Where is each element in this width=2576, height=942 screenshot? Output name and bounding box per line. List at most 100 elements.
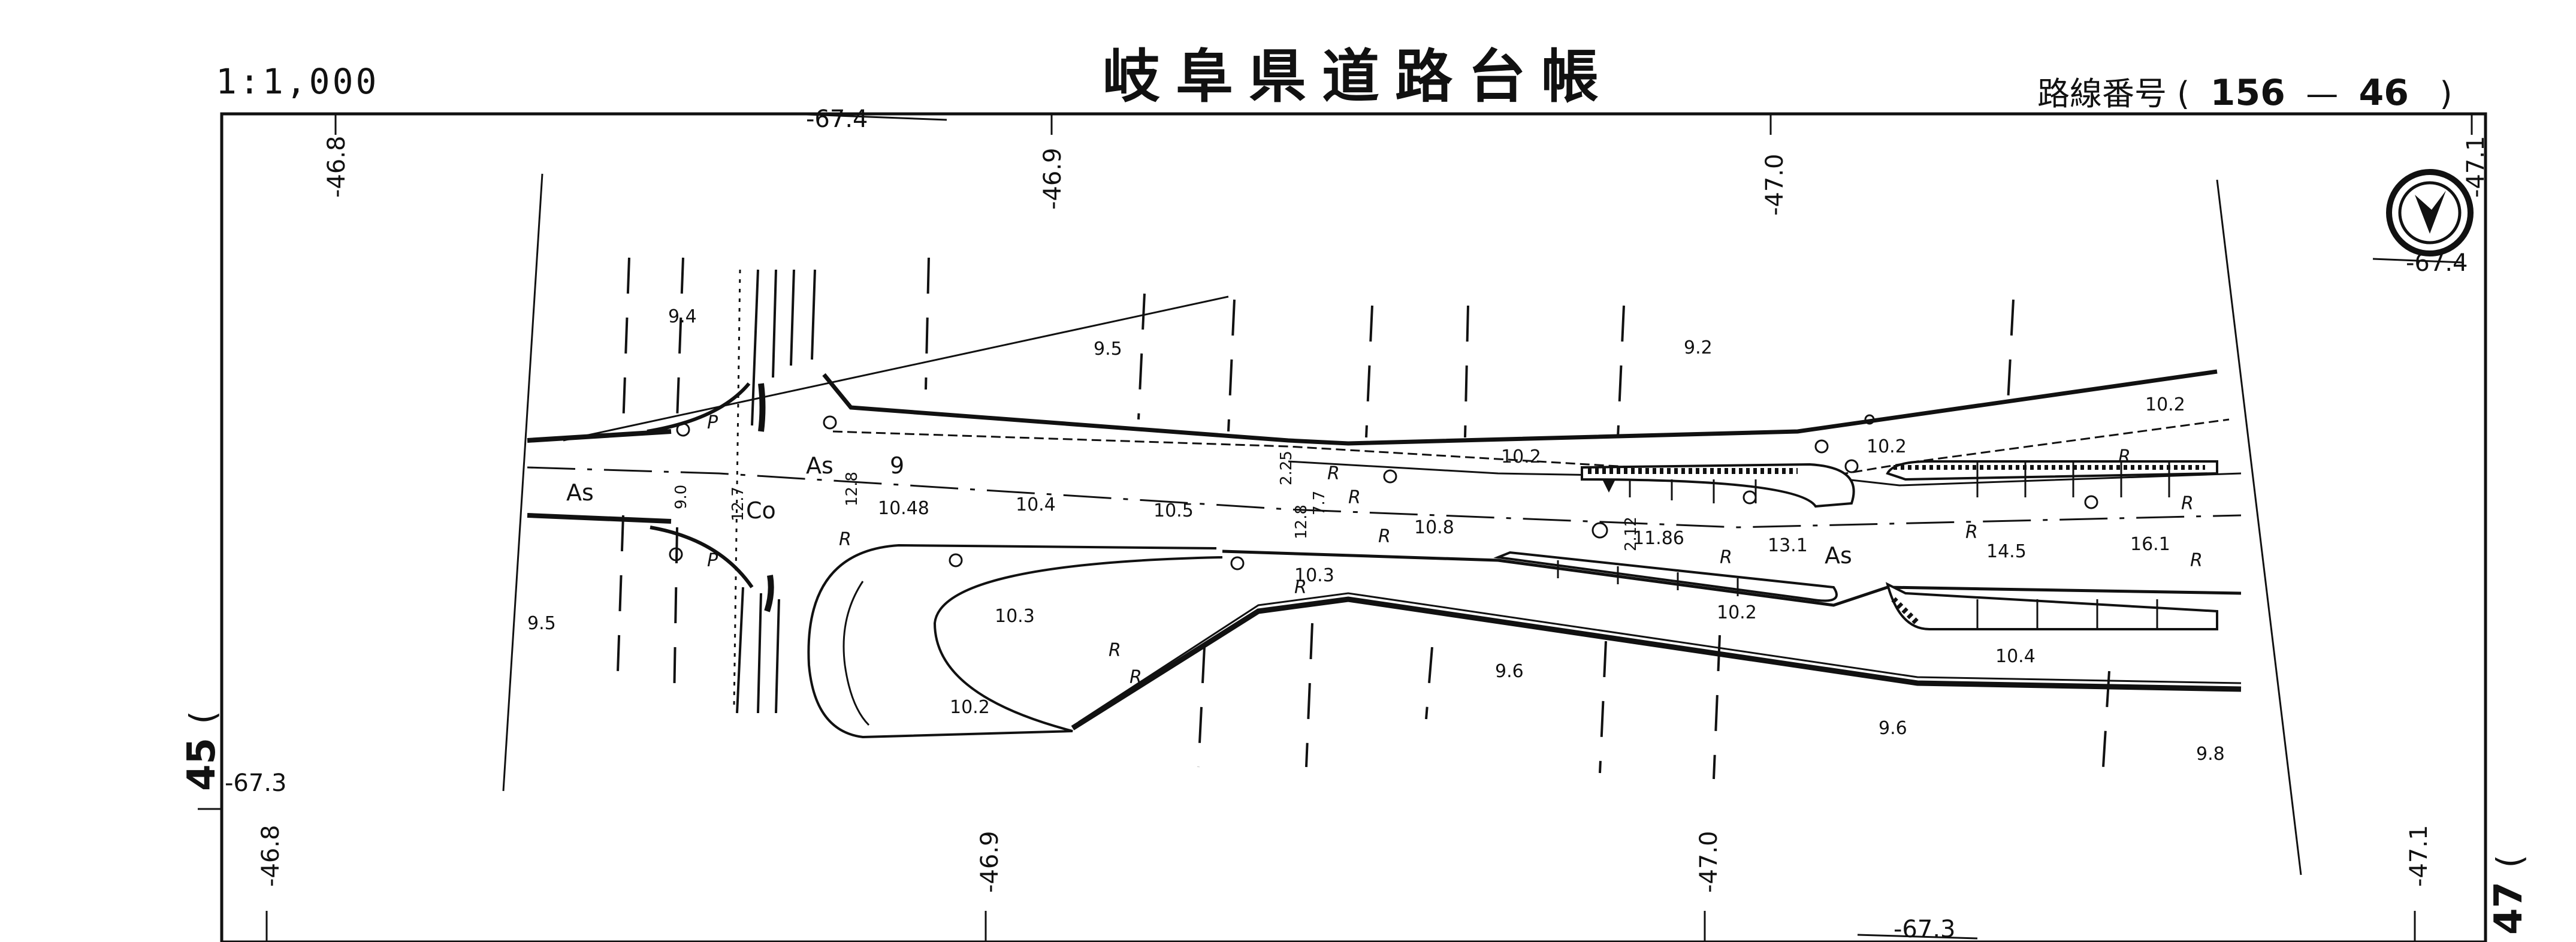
manhole-icon xyxy=(1743,490,1757,505)
map-frame xyxy=(220,112,2487,942)
grid-label-top-3: -47.0 xyxy=(1761,154,1789,216)
width-label: 12.8 xyxy=(843,472,861,506)
cross-street-edge xyxy=(757,593,762,714)
slope-ticks xyxy=(1557,461,2170,629)
route-open-paren: ( xyxy=(2177,75,2190,113)
surface-label: As xyxy=(566,479,594,506)
median-island-4 xyxy=(1885,582,2218,630)
corner-curve-sw xyxy=(650,526,754,588)
curb-label: R xyxy=(1965,522,1978,543)
grid-label-bottom-2: -46.9 xyxy=(976,831,1004,893)
grid-label-top-1: -46.8 xyxy=(323,136,351,198)
grid-ticks xyxy=(265,113,2473,942)
road-edge-north-inner xyxy=(832,418,2230,475)
elevation-label: 10.4 xyxy=(1016,494,1056,515)
grid-label-bottom-3: -47.0 xyxy=(1695,831,1723,893)
property-line xyxy=(1713,635,1721,780)
property-line xyxy=(676,257,684,420)
grid-tick xyxy=(790,113,947,121)
elevation-label: 10.2 xyxy=(1501,446,1541,467)
elevation-label: 10.2 xyxy=(950,697,990,718)
north-arrow-icon xyxy=(2386,169,2474,256)
grid-label-bottom-1: -46.8 xyxy=(257,825,285,887)
grid-label-bottom-4: -47.1 xyxy=(2405,825,2433,887)
cross-street-edge xyxy=(790,269,795,366)
cross-street-edge xyxy=(751,269,759,426)
curb-symbols: R R R R R R R R R R R R P P xyxy=(707,412,2203,688)
curb-label: R xyxy=(1720,547,1732,568)
property-line xyxy=(616,515,624,690)
route-dash: — xyxy=(2306,75,2339,113)
elevation-label: 9.2 xyxy=(1684,337,1713,358)
cross-street-edge xyxy=(736,587,744,714)
curb-label: R xyxy=(2181,493,2194,514)
road-edge-south-inner xyxy=(1222,550,2242,607)
property-line xyxy=(925,257,930,390)
grid-label-top-2: -46.9 xyxy=(1039,148,1067,210)
property-line xyxy=(1365,305,1373,438)
grid-tick xyxy=(1857,934,1978,940)
elevation-label: 16.1 xyxy=(2130,534,2170,555)
main-road xyxy=(527,369,2242,730)
grid-label-top-y: -67.4 xyxy=(806,105,868,133)
width-label: 12.8 xyxy=(1292,505,1310,539)
manhole-icon xyxy=(1383,469,1397,484)
width-label: 12.7 xyxy=(729,487,747,521)
cross-street-edge xyxy=(811,269,816,360)
property-line xyxy=(622,257,630,426)
width-label: 2.12 xyxy=(1622,517,1640,551)
property-line xyxy=(1305,623,1313,768)
property-line xyxy=(1137,293,1146,420)
elevation-label: 9.6 xyxy=(1879,718,1907,739)
survey-boundary xyxy=(502,173,2302,875)
elevation-label: 14.5 xyxy=(1986,541,2027,562)
elevation-label: 10.8 xyxy=(1414,517,1454,538)
property-line xyxy=(1227,299,1236,432)
property-line xyxy=(1464,305,1469,438)
property-line xyxy=(2006,299,2015,414)
median-islands xyxy=(1493,460,2218,630)
property-line xyxy=(1599,641,1607,774)
hydrant-icon xyxy=(676,422,690,437)
paving-label: P xyxy=(707,412,718,433)
boundary-left xyxy=(502,173,543,792)
road-edge-north xyxy=(822,369,2218,446)
island-outline xyxy=(807,544,1223,739)
paving-label: P xyxy=(707,550,718,571)
benchmark-icon xyxy=(1603,481,1615,493)
elevation-label: 10.4 xyxy=(1995,646,2036,667)
traffic-island xyxy=(807,544,1223,739)
property-line xyxy=(1617,305,1625,438)
surface-label: Co xyxy=(746,497,776,524)
route-major-number: 156 xyxy=(2210,72,2285,114)
width-label: 2.25 xyxy=(1278,451,1295,485)
curb-label: R xyxy=(1327,463,1340,484)
road-edge-north-left xyxy=(527,429,672,443)
route-number: 路線番号 ( 156 — 46 ) xyxy=(2037,67,2453,114)
median-hatch-4 xyxy=(1891,597,1920,626)
median-island-1 xyxy=(1581,463,1855,508)
cross-street-center xyxy=(733,269,741,708)
grid-tick xyxy=(2372,258,2463,264)
elevation-label: 13.1 xyxy=(1768,535,1808,556)
route-minor-number: 46 xyxy=(2358,72,2409,114)
median-island-3 xyxy=(1493,551,1838,602)
point-symbols xyxy=(669,414,2098,570)
route-close-paren: ) xyxy=(2439,75,2453,113)
property-line xyxy=(1197,647,1206,768)
manhole-icon xyxy=(1230,556,1245,570)
curb-label: R xyxy=(1130,667,1142,688)
electric-pole-icon xyxy=(823,415,837,430)
map-scale: 1:1,000 xyxy=(216,61,379,102)
corner-curb-nw xyxy=(758,383,766,432)
elevation-label: 10.3 xyxy=(1294,565,1334,586)
property-lines xyxy=(616,257,2110,780)
island-inner-curve xyxy=(842,581,870,726)
curb-label: R xyxy=(1378,526,1391,547)
elevation-label: 10.2 xyxy=(1717,602,1757,623)
elevation-label: 10.3 xyxy=(995,606,1035,627)
telephone-pole-icon xyxy=(1844,459,1859,473)
width-label: 7.7 xyxy=(1310,491,1328,515)
survey-point-icon xyxy=(1591,522,1608,539)
